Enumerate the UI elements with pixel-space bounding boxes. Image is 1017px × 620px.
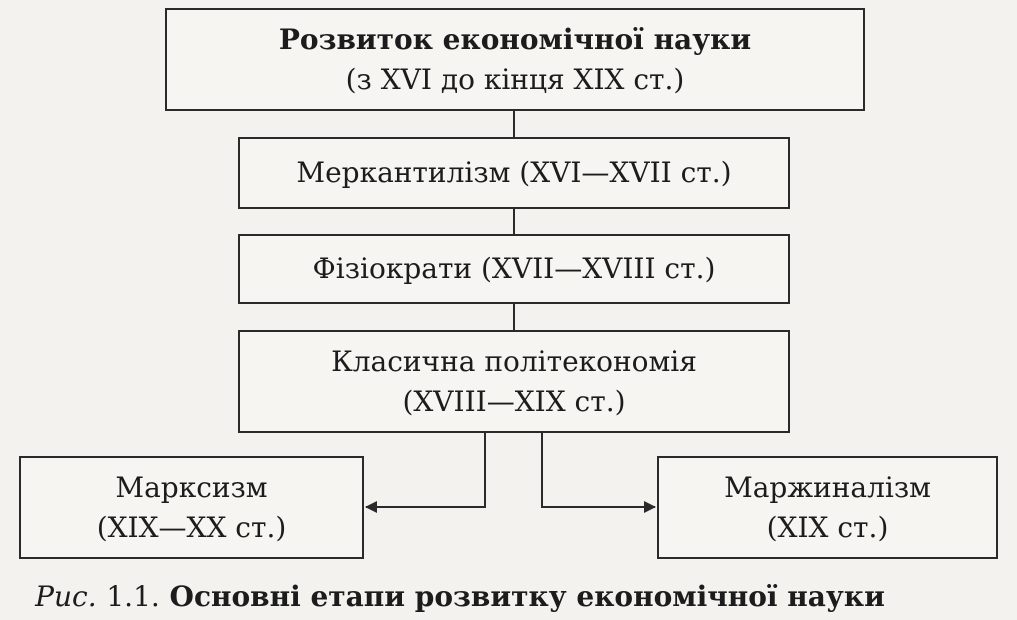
node-classical-political-economy: Класична політекономія (XVIII—XIX ст.) xyxy=(238,330,790,433)
caption-prefix: Рис. xyxy=(35,580,97,613)
node-marginalism-period: (XIX ст.) xyxy=(766,510,889,544)
node-mercantilism: Меркантилізм (XVI—XVII ст.) xyxy=(238,137,790,209)
node-marxism-period: (XIX—XX ст.) xyxy=(96,510,287,544)
node-mercantilism-label: Меркантилізм (XVI—XVII ст.) xyxy=(296,156,732,190)
caption-number: 1.1. xyxy=(106,580,160,613)
caption-text: Основні етапи розвитку економічної науки xyxy=(169,580,885,613)
figure-caption: Рис. 1.1. Основні етапи розвитку економі… xyxy=(0,580,920,613)
node-marginalism: Маржиналізм (XIX ст.) xyxy=(657,456,998,559)
node-economic-science-development: Розвиток економічної науки (з XVI до кін… xyxy=(165,8,865,111)
node-physiocrats-label: Фізіократи (XVII—XVIII ст.) xyxy=(312,252,716,286)
node-root-period: (з XVI до кінця XIX ст.) xyxy=(345,62,685,96)
node-root-title: Розвиток економічної науки xyxy=(278,23,752,57)
node-physiocrats: Фізіократи (XVII—XVIII ст.) xyxy=(238,234,790,304)
node-marginalism-title: Маржиналізм xyxy=(724,471,931,505)
node-classical-period: (XVIII—XIX ст.) xyxy=(402,384,626,418)
node-marxism-title: Марксизм xyxy=(115,471,268,505)
edge-classical-to-marginalism-arrow xyxy=(541,433,656,513)
edge-classical-to-marxism-arrow xyxy=(365,433,486,513)
node-classical-title: Класична політекономія xyxy=(331,345,697,379)
node-marxism: Марксизм (XIX—XX ст.) xyxy=(19,456,364,559)
